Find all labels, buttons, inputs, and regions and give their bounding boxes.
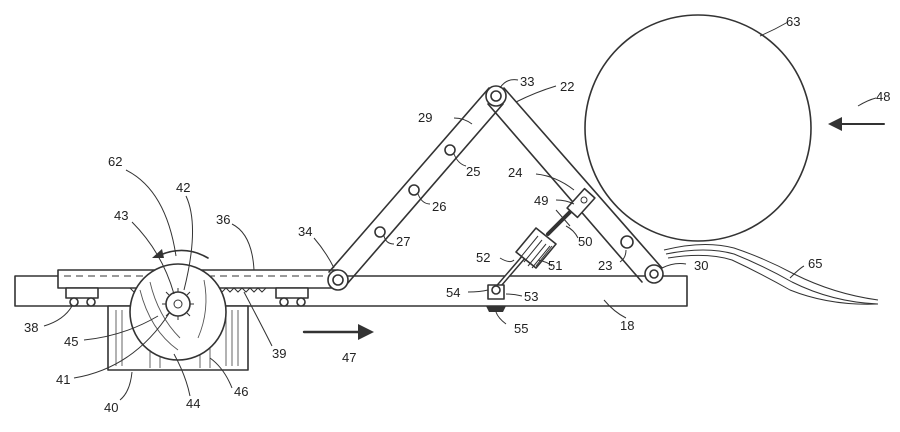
leader-30	[661, 263, 687, 269]
label-26: 26	[432, 199, 446, 214]
label-25: 25	[466, 164, 480, 179]
label-30: 30	[694, 258, 708, 273]
label-39: 39	[272, 346, 286, 361]
leader-23	[619, 249, 627, 263]
pinion-hub	[173, 299, 183, 309]
link-22	[487, 87, 663, 283]
roller-right	[275, 287, 309, 307]
label-49: 49	[534, 193, 548, 208]
leader-40	[119, 371, 133, 401]
link-29	[328, 87, 504, 285]
leader-26	[417, 193, 431, 205]
leader-45	[83, 315, 159, 341]
leader-27	[383, 235, 395, 245]
leader-42	[183, 195, 193, 291]
label-47: 47	[342, 350, 356, 365]
label-46: 46	[234, 384, 248, 399]
leader-62	[125, 169, 177, 257]
label-36: 36	[216, 212, 230, 227]
leader-46	[209, 357, 233, 389]
gear-wheel-shading	[139, 279, 207, 351]
leader-34	[313, 237, 335, 269]
actuator-foot	[486, 306, 506, 312]
label-65: 65	[808, 256, 822, 271]
label-62: 62	[108, 154, 122, 169]
label-24: 24	[508, 165, 522, 180]
pivot-34-pin	[332, 274, 344, 286]
leader-25	[453, 153, 467, 167]
leader-65	[789, 265, 805, 279]
leader-44	[173, 353, 191, 397]
label-48: 48	[876, 89, 890, 104]
label-40: 40	[104, 400, 118, 415]
direction-arrowhead-47	[358, 324, 374, 340]
label-45: 45	[64, 334, 78, 349]
leader-52	[499, 257, 515, 263]
circle-63	[584, 14, 812, 242]
rotation-arrow	[157, 249, 209, 259]
leader-22	[515, 85, 557, 103]
rotation-arrowhead	[152, 249, 164, 258]
label-51: 51	[548, 258, 562, 273]
leader-41	[73, 311, 171, 379]
label-23: 23	[598, 258, 612, 273]
label-18: 18	[620, 318, 634, 333]
label-54: 54	[446, 285, 460, 300]
leader-48	[857, 97, 877, 107]
pinion-teeth	[162, 288, 194, 320]
leader-33	[499, 79, 519, 89]
label-41: 41	[56, 372, 70, 387]
leader-53	[505, 293, 523, 297]
leader-29	[453, 117, 473, 125]
leader-43	[131, 221, 175, 295]
pivot-33-pin	[490, 90, 502, 102]
leader-18	[603, 299, 627, 319]
roller-left	[65, 287, 99, 307]
actuator	[494, 187, 596, 291]
strand-65-c	[667, 254, 879, 305]
leader-55	[495, 311, 507, 325]
label-34: 34	[298, 224, 312, 239]
label-52: 52	[476, 250, 490, 265]
label-50: 50	[578, 234, 592, 249]
leader-54	[467, 289, 489, 293]
label-38: 38	[24, 320, 38, 335]
strand-65-b	[665, 249, 879, 305]
label-42: 42	[176, 180, 190, 195]
label-29: 29	[418, 110, 432, 125]
label-33: 33	[520, 74, 534, 89]
leader-49	[555, 199, 575, 205]
leader-24	[535, 173, 575, 191]
label-55: 55	[514, 321, 528, 336]
leader-38	[43, 305, 73, 327]
leader-51	[537, 259, 553, 267]
leader-63	[759, 21, 789, 37]
label-63: 63	[786, 14, 800, 29]
label-44: 44	[186, 396, 200, 411]
leader-50	[565, 225, 579, 239]
direction-arrowhead-48	[828, 117, 842, 131]
label-22: 22	[560, 79, 574, 94]
strand-65	[663, 243, 879, 301]
leader-39	[243, 291, 273, 347]
label-43: 43	[114, 208, 128, 223]
leader-36	[231, 223, 255, 271]
pivot-30-pin	[649, 269, 659, 279]
actuator-mount-pin	[491, 285, 501, 295]
base-plate	[14, 275, 688, 307]
label-27: 27	[396, 234, 410, 249]
label-53: 53	[524, 289, 538, 304]
